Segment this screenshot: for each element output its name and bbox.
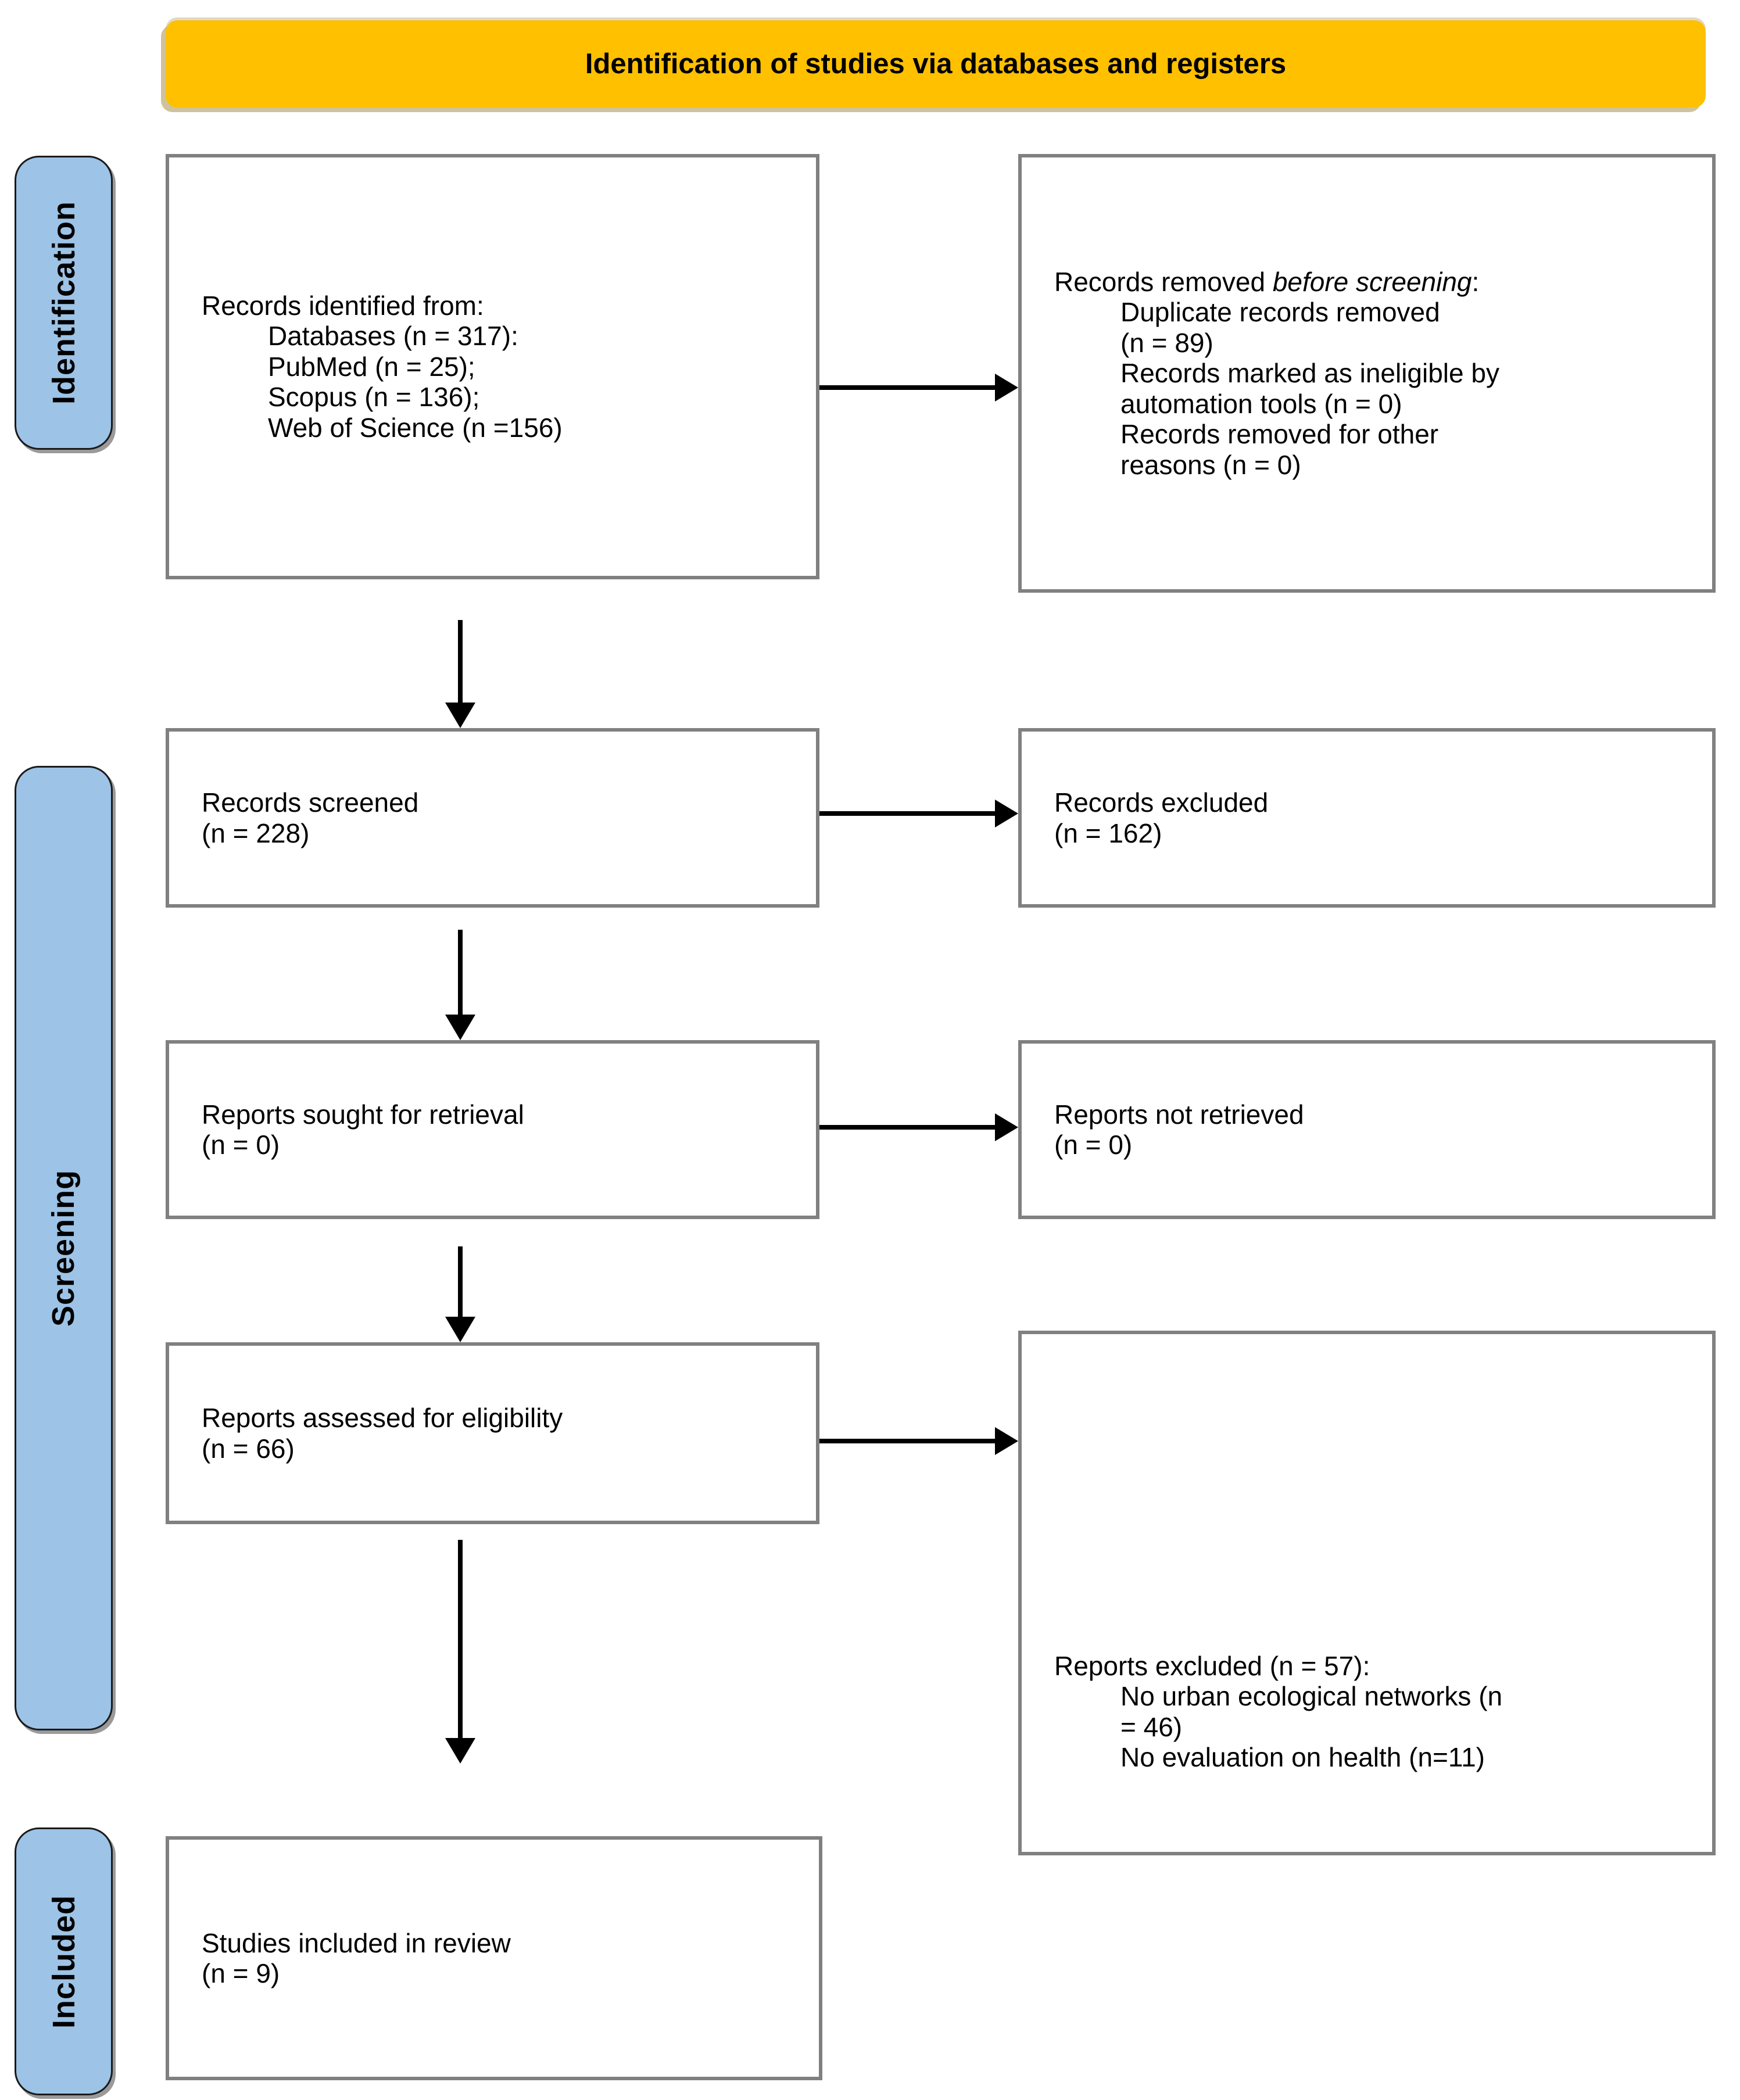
box-reports-sought: Reports sought for retrieval (n = 0): [166, 1040, 819, 1219]
box-line: Reports assessed for eligibility: [202, 1403, 563, 1434]
box-line: (n = 0): [202, 1130, 280, 1160]
stage-label-screening-text: Screening: [46, 1169, 81, 1327]
arrow-identified-to-removed-icon: [819, 385, 995, 390]
box-line: Records marked as ineligible by: [1120, 358, 1499, 389]
box-line: Duplicate records removed: [1120, 297, 1440, 328]
stage-label-included: Included: [15, 1827, 113, 2095]
box-line-italic: before screening: [1272, 266, 1472, 297]
box-line: Reports not retrieved: [1054, 1099, 1304, 1130]
arrow-sought-to-not-retrieved-icon: [819, 1125, 995, 1130]
box-line-suffix: :: [1472, 266, 1480, 297]
arrow-assessed-to-reports-excluded-icon: [819, 1439, 995, 1443]
box-line: Records excluded: [1054, 787, 1269, 818]
box-line: No urban ecological networks (n: [1120, 1681, 1503, 1712]
box-records-screened: Records screened (n = 228): [166, 728, 819, 908]
box-line: Web of Science (n =156): [268, 412, 563, 443]
box-reports-excluded: Reports excluded (n = 57): No urban ecol…: [1018, 1331, 1716, 1855]
stage-label-identification: Identification: [15, 156, 113, 450]
box-line: (n = 66): [202, 1433, 295, 1464]
box-records-removed: Records removed before screening: Duplic…: [1018, 154, 1716, 593]
box-line: (n = 89): [1120, 327, 1213, 358]
box-line: Records identified from:: [202, 290, 484, 321]
box-line: = 46): [1120, 1711, 1183, 1742]
box-line: Records removed before screening:: [1054, 267, 1691, 297]
box-line: Reports excluded (n = 57):: [1054, 1651, 1370, 1681]
box-line: automation tools (n = 0): [1120, 388, 1402, 419]
arrow-identified-to-screened-icon: [458, 620, 463, 703]
box-line: Records screened: [202, 787, 419, 818]
box-records-identified: Records identified from: Databases (n = …: [166, 154, 819, 579]
box-line: reasons (n = 0): [1120, 449, 1301, 480]
banner: Identification of studies via databases …: [166, 20, 1706, 107]
box-line: No evaluation on health (n=11): [1120, 1742, 1485, 1773]
box-line-prefix: Records removed: [1054, 266, 1273, 297]
arrow-screened-to-sought-icon: [458, 930, 463, 1015]
arrow-assessed-to-included-icon: [458, 1540, 463, 1738]
stage-label-identification-text: Identification: [46, 201, 81, 404]
box-records-excluded: Records excluded (n = 162): [1018, 728, 1716, 908]
box-line: Scopus (n = 136);: [268, 382, 480, 413]
arrow-screened-to-excluded-icon: [819, 811, 995, 816]
box-line: Studies included in review: [202, 1927, 511, 1958]
box-line: Databases (n = 317):: [268, 321, 518, 352]
box-line: (n = 228): [202, 818, 310, 848]
box-line: (n = 9): [202, 1958, 280, 1988]
stage-label-screening: Screening: [15, 766, 113, 1730]
box-line: (n = 0): [1054, 1130, 1133, 1160]
box-line: PubMed (n = 25);: [268, 351, 475, 382]
arrow-sought-to-assessed-icon: [458, 1246, 463, 1317]
box-studies-included: Studies included in review (n = 9): [166, 1836, 822, 2080]
box-reports-assessed: Reports assessed for eligibility (n = 66…: [166, 1342, 819, 1524]
stage-label-included-text: Included: [46, 1894, 81, 2029]
box-line: Records removed for other: [1120, 419, 1439, 450]
box-reports-not-retrieved: Reports not retrieved (n = 0): [1018, 1040, 1716, 1219]
banner-title: Identification of studies via databases …: [585, 48, 1287, 80]
box-line: (n = 162): [1054, 818, 1162, 848]
box-line: Reports sought for retrieval: [202, 1099, 524, 1130]
